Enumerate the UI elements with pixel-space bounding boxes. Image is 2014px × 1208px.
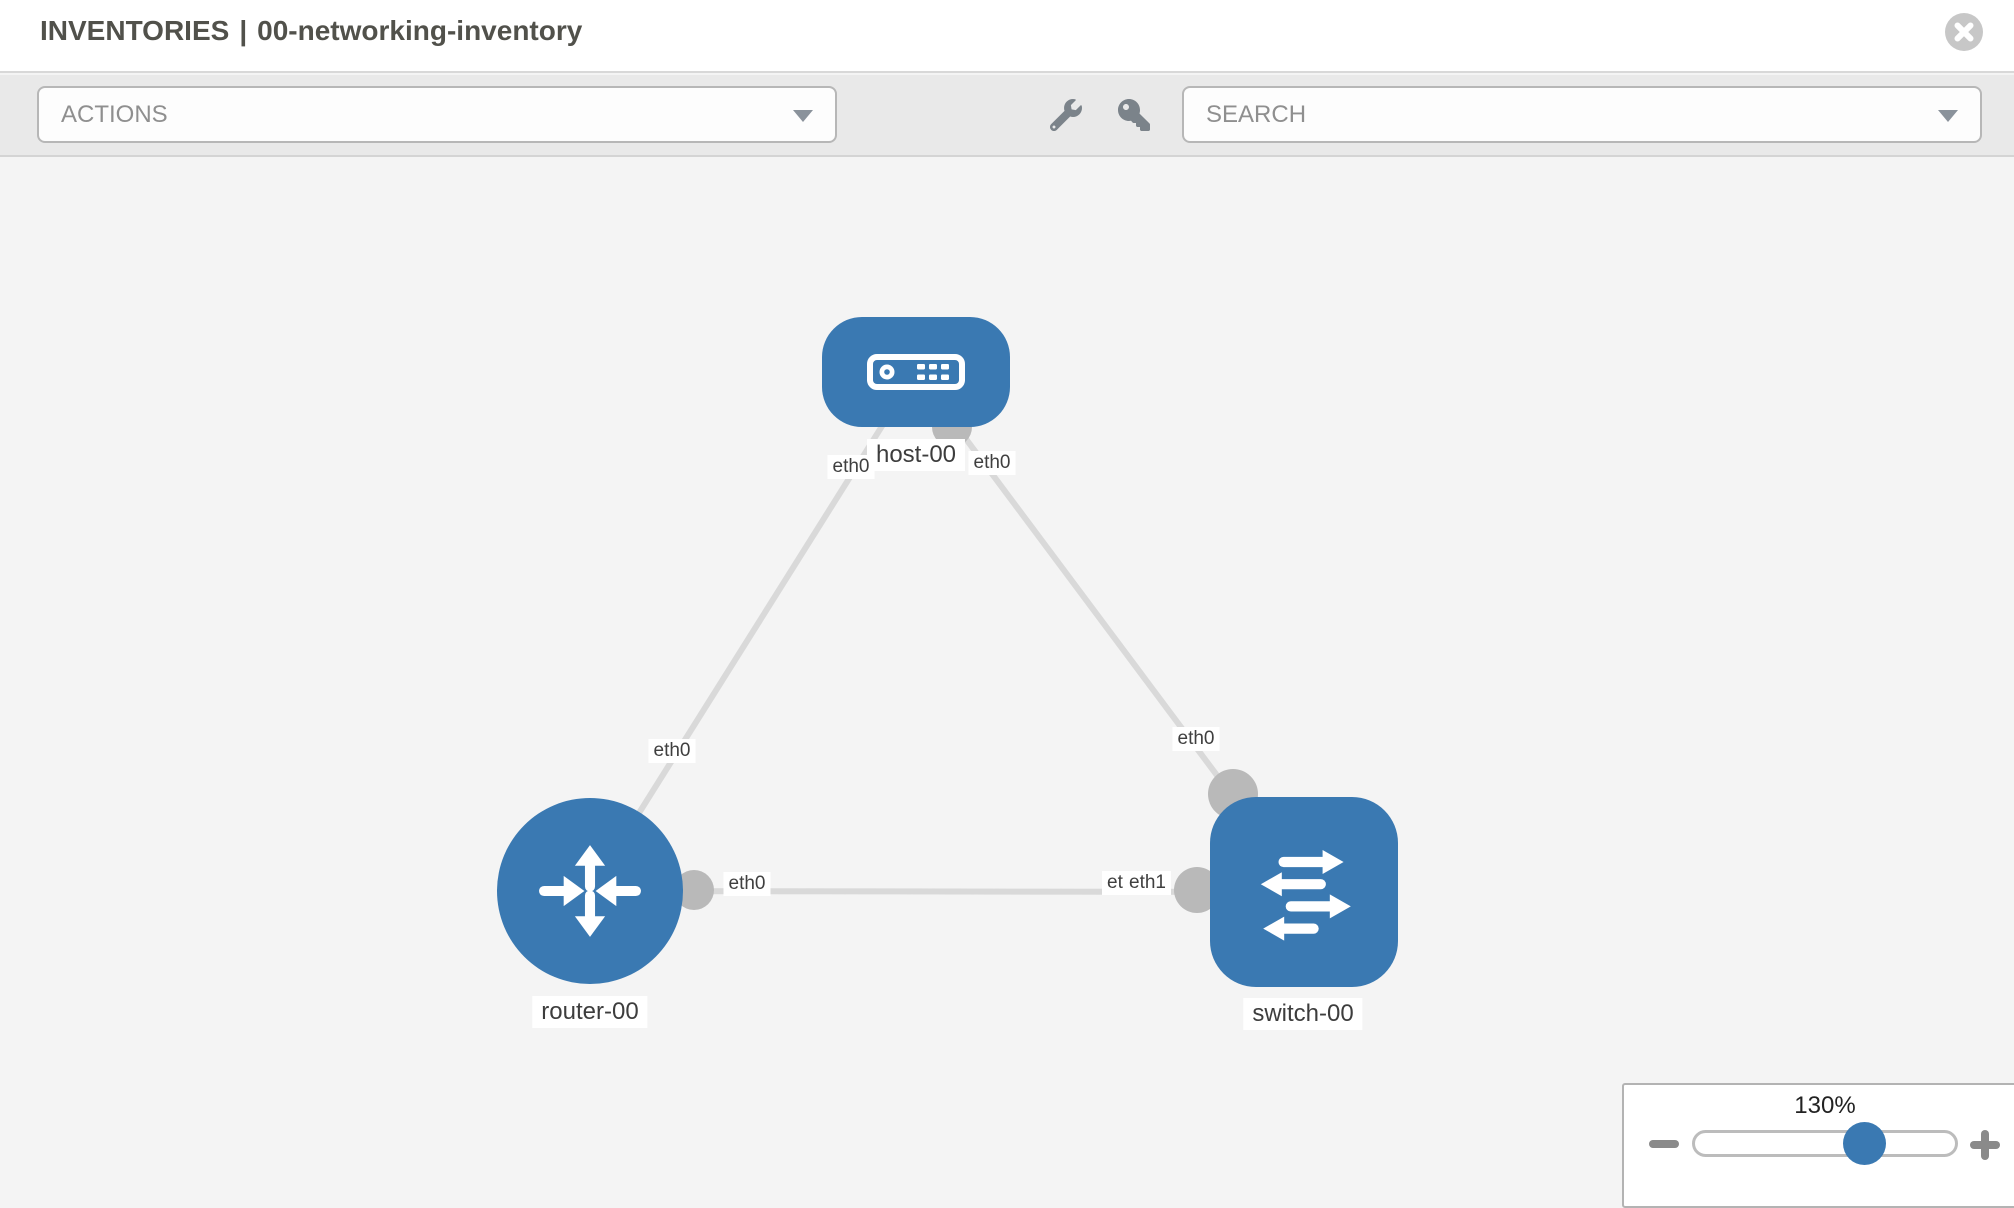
interface-label-router-switch-router-end: eth0 <box>723 872 771 896</box>
interface-label-router-switch-switch-end: eth1 <box>1124 871 1171 895</box>
chevron-down-icon <box>793 109 813 122</box>
interface-dot-router <box>674 870 714 910</box>
interface-label-host-router-host-end: eth0 <box>827 455 875 479</box>
header-bar: INVENTORIES | 00-networking-inventory <box>0 0 2014 73</box>
breadcrumb-separator: | <box>239 15 248 46</box>
key-icon[interactable] <box>1118 99 1150 131</box>
switch-icon <box>1260 850 1351 941</box>
node-switch[interactable] <box>1210 797 1398 987</box>
search-dropdown[interactable]: SEARCH <box>1182 86 1982 143</box>
actions-dropdown-label: ACTIONS <box>61 100 168 128</box>
toolbar: ACTIONS SEARCH <box>0 75 2014 157</box>
interface-label-host-switch-host-end: eth0 <box>968 451 1016 475</box>
inventory-name: 00-networking-inventory <box>257 15 583 46</box>
node-label-router: router-00 <box>532 996 648 1028</box>
chevron-down-icon <box>1938 109 1958 122</box>
zoom-in-button[interactable] <box>1969 1129 2001 1161</box>
wrench-icon[interactable] <box>1050 99 1082 131</box>
interface-dot-switch-left <box>1174 867 1220 913</box>
plus-icon <box>1981 1130 1989 1160</box>
zoom-slider-handle[interactable] <box>1843 1122 1886 1165</box>
zoom-slider-track[interactable] <box>1692 1130 1958 1157</box>
node-label-switch: switch-00 <box>1243 998 1363 1030</box>
interface-label-host-router-router-end: eth0 <box>648 739 696 763</box>
actions-dropdown[interactable]: ACTIONS <box>37 86 837 143</box>
router-icon <box>539 845 641 937</box>
zoom-panel: 130% <box>1622 1083 2014 1208</box>
breadcrumb-section: INVENTORIES <box>40 15 230 46</box>
close-icon[interactable] <box>1945 13 1983 51</box>
node-label-host: host-00 <box>866 439 966 471</box>
host-server-icon <box>867 354 965 390</box>
page-title: INVENTORIES | 00-networking-inventory <box>40 15 582 47</box>
zoom-out-button[interactable] <box>1649 1140 1679 1148</box>
node-host[interactable] <box>822 317 1010 427</box>
search-dropdown-label: SEARCH <box>1206 100 1307 128</box>
node-router[interactable] <box>497 798 683 984</box>
interface-label-host-switch-switch-end: eth0 <box>1172 727 1220 751</box>
zoom-level-value: 130% <box>1794 1092 1856 1119</box>
